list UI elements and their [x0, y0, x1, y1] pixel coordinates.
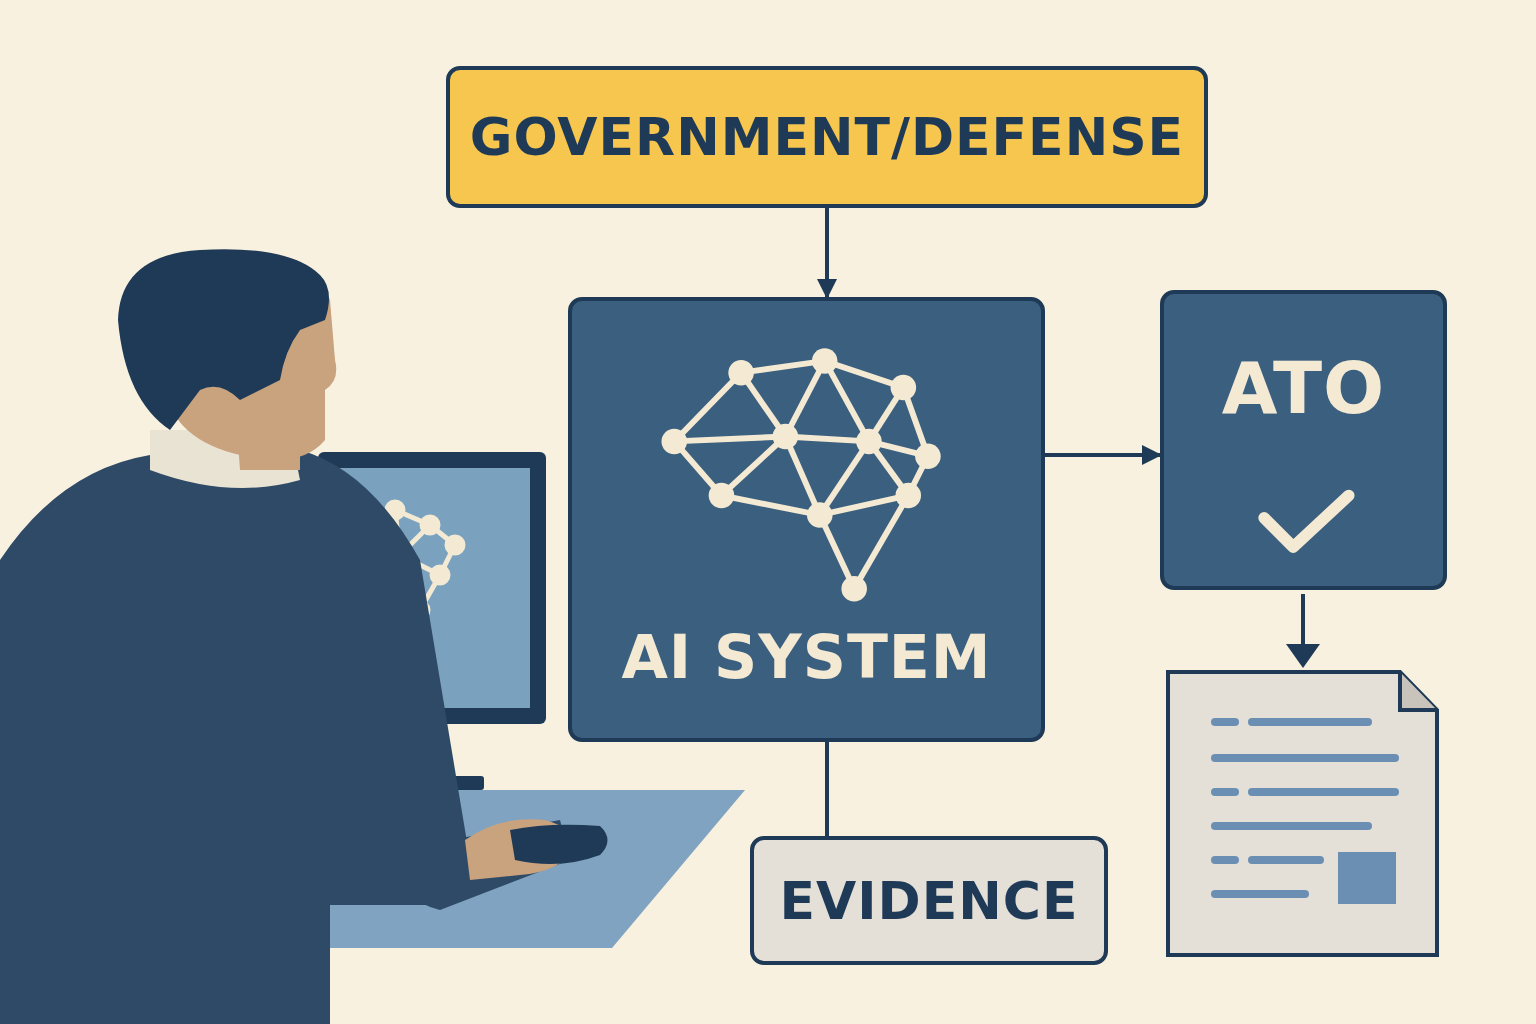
- document-arrow: [1286, 594, 1320, 668]
- person: [0, 249, 608, 1024]
- node-label: GOVERNMENT/DEFENSE: [470, 107, 1184, 167]
- document-icon: [1168, 672, 1437, 955]
- artifact-box: EVIDENCE: [750, 836, 1108, 965]
- status-box: ATO: [1160, 290, 1447, 590]
- checkmark-icon: [1164, 294, 1443, 586]
- stakeholder-box: GOVERNMENT/DEFENSE: [446, 66, 1208, 208]
- node-label: ATO: [1222, 346, 1385, 430]
- connector: [825, 208, 829, 297]
- node-label: AI SYSTEM: [621, 622, 991, 692]
- connector: [825, 742, 829, 836]
- node-label: EVIDENCE: [779, 871, 1078, 931]
- process-box: AI SYSTEM: [568, 297, 1045, 742]
- connector: [1045, 453, 1160, 457]
